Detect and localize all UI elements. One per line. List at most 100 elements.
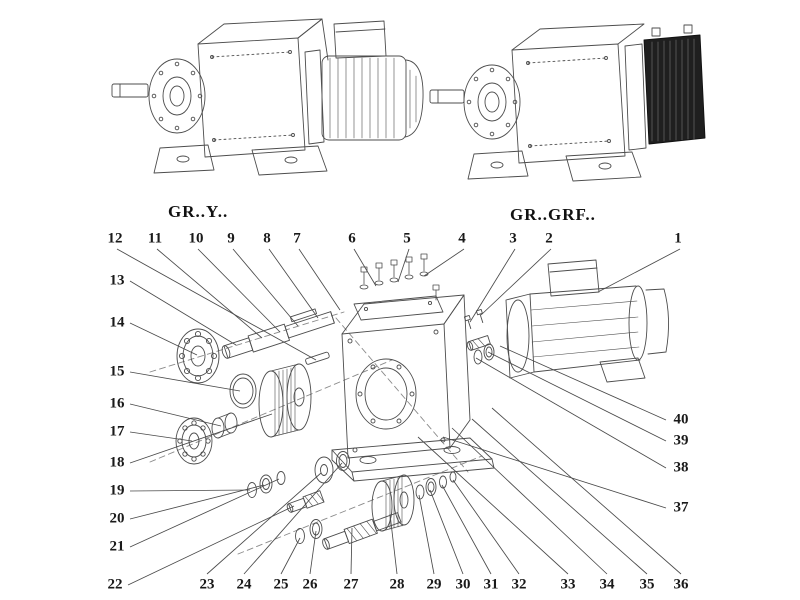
cover-bolts [359, 253, 440, 301]
leader-line-23 [206, 472, 322, 575]
callout-16: 16 [107, 395, 127, 413]
callout-17: 17 [107, 423, 127, 441]
leader-line-4 [423, 248, 465, 277]
grf-cover [643, 34, 706, 145]
leader-line-21 [129, 478, 280, 548]
callout-29: 29 [424, 576, 444, 594]
callout-21: 21 [107, 538, 127, 556]
output-shaft [221, 308, 335, 359]
callout-37: 37 [671, 499, 691, 517]
leader-line-12 [116, 248, 317, 361]
sleeve [211, 412, 238, 439]
motor [505, 259, 670, 383]
leader-line-1 [597, 248, 681, 293]
leader-line-22 [127, 505, 295, 586]
callout-31: 31 [481, 576, 501, 594]
leader-line-38 [475, 357, 667, 469]
leader-line-8 [268, 248, 319, 319]
callout-2: 2 [543, 230, 555, 248]
leader-line-14 [129, 322, 198, 356]
callout-38: 38 [671, 459, 691, 477]
callout-18: 18 [107, 454, 127, 472]
leader-line-28 [389, 513, 398, 575]
callout-39: 39 [671, 432, 691, 450]
leader-line-2 [480, 248, 552, 316]
variant-label-gr-grf: GR..GRF.. [510, 205, 596, 224]
callout-32: 32 [509, 576, 529, 594]
leader-line-37 [442, 436, 667, 509]
leader-line-34 [451, 427, 608, 575]
leader-line-36 [491, 407, 682, 575]
callout-3: 3 [507, 230, 519, 248]
bearing-lower [175, 417, 213, 465]
retaining-ring [229, 373, 257, 409]
callout-26: 26 [300, 576, 320, 594]
callout-5: 5 [401, 230, 413, 248]
callout-7: 7 [291, 230, 303, 248]
callout-33: 33 [558, 576, 578, 594]
leader-line-33 [417, 436, 569, 575]
leader-line-9 [232, 248, 299, 327]
leader-line-27 [350, 527, 353, 575]
leader-line-39 [487, 351, 667, 442]
exploded-view [149, 253, 670, 555]
callout-36: 36 [671, 576, 691, 594]
leader-line-13 [129, 280, 237, 346]
leader-line-40 [499, 345, 667, 421]
callout-14: 14 [107, 314, 127, 332]
callout-28: 28 [387, 576, 407, 594]
callout-13: 13 [107, 272, 127, 290]
callout-20: 20 [107, 510, 127, 528]
washers-left [247, 471, 286, 498]
callout-15: 15 [107, 363, 127, 381]
output-gear [258, 363, 312, 438]
leader-line-3 [469, 248, 516, 323]
housing [331, 294, 495, 482]
leader-line-5 [397, 248, 410, 283]
callout-6: 6 [346, 230, 358, 248]
leader-line-31 [441, 484, 492, 575]
callout-4: 4 [456, 230, 468, 248]
callout-8: 8 [261, 230, 273, 248]
bearing-upper [176, 328, 220, 384]
gearmotor-gr-grf-illustration [429, 23, 706, 182]
callout-22: 22 [105, 576, 125, 594]
leader-line-24 [243, 462, 343, 575]
callout-10: 10 [186, 230, 206, 248]
callout-24: 24 [234, 576, 254, 594]
callout-25: 25 [271, 576, 291, 594]
callout-27: 27 [341, 576, 361, 594]
leader-line-26 [309, 530, 317, 575]
intermediate-gear-set [295, 471, 457, 550]
leader-line-15 [129, 371, 241, 392]
leader-line-11 [156, 248, 263, 339]
variant-label-gr-y: GR..Y.. [168, 202, 229, 221]
callout-40: 40 [671, 411, 691, 429]
shaft-key [305, 351, 330, 365]
leader-line-29 [418, 494, 435, 575]
callout-12: 12 [105, 230, 125, 248]
callout-11: 11 [145, 230, 165, 248]
leader-line-30 [429, 489, 464, 575]
callout-9: 9 [225, 230, 237, 248]
leader-line-16 [129, 403, 222, 427]
leader-line-20 [129, 484, 265, 520]
leader-line-25 [280, 537, 301, 575]
leader-line-17 [129, 431, 193, 442]
leader-line-7 [298, 248, 341, 311]
leader-line-10 [197, 248, 281, 333]
callout-30: 30 [453, 576, 473, 594]
callout-34: 34 [597, 576, 617, 594]
input-shaft-parts [463, 308, 495, 365]
callout-35: 35 [637, 576, 657, 594]
callout-1: 1 [672, 230, 684, 248]
leader-line-35 [471, 418, 648, 575]
leader-line-6 [353, 248, 377, 287]
leader-line-19 [129, 489, 251, 492]
leader-line-18 [129, 413, 273, 464]
callout-19: 19 [107, 482, 127, 500]
top-cover [353, 295, 444, 321]
